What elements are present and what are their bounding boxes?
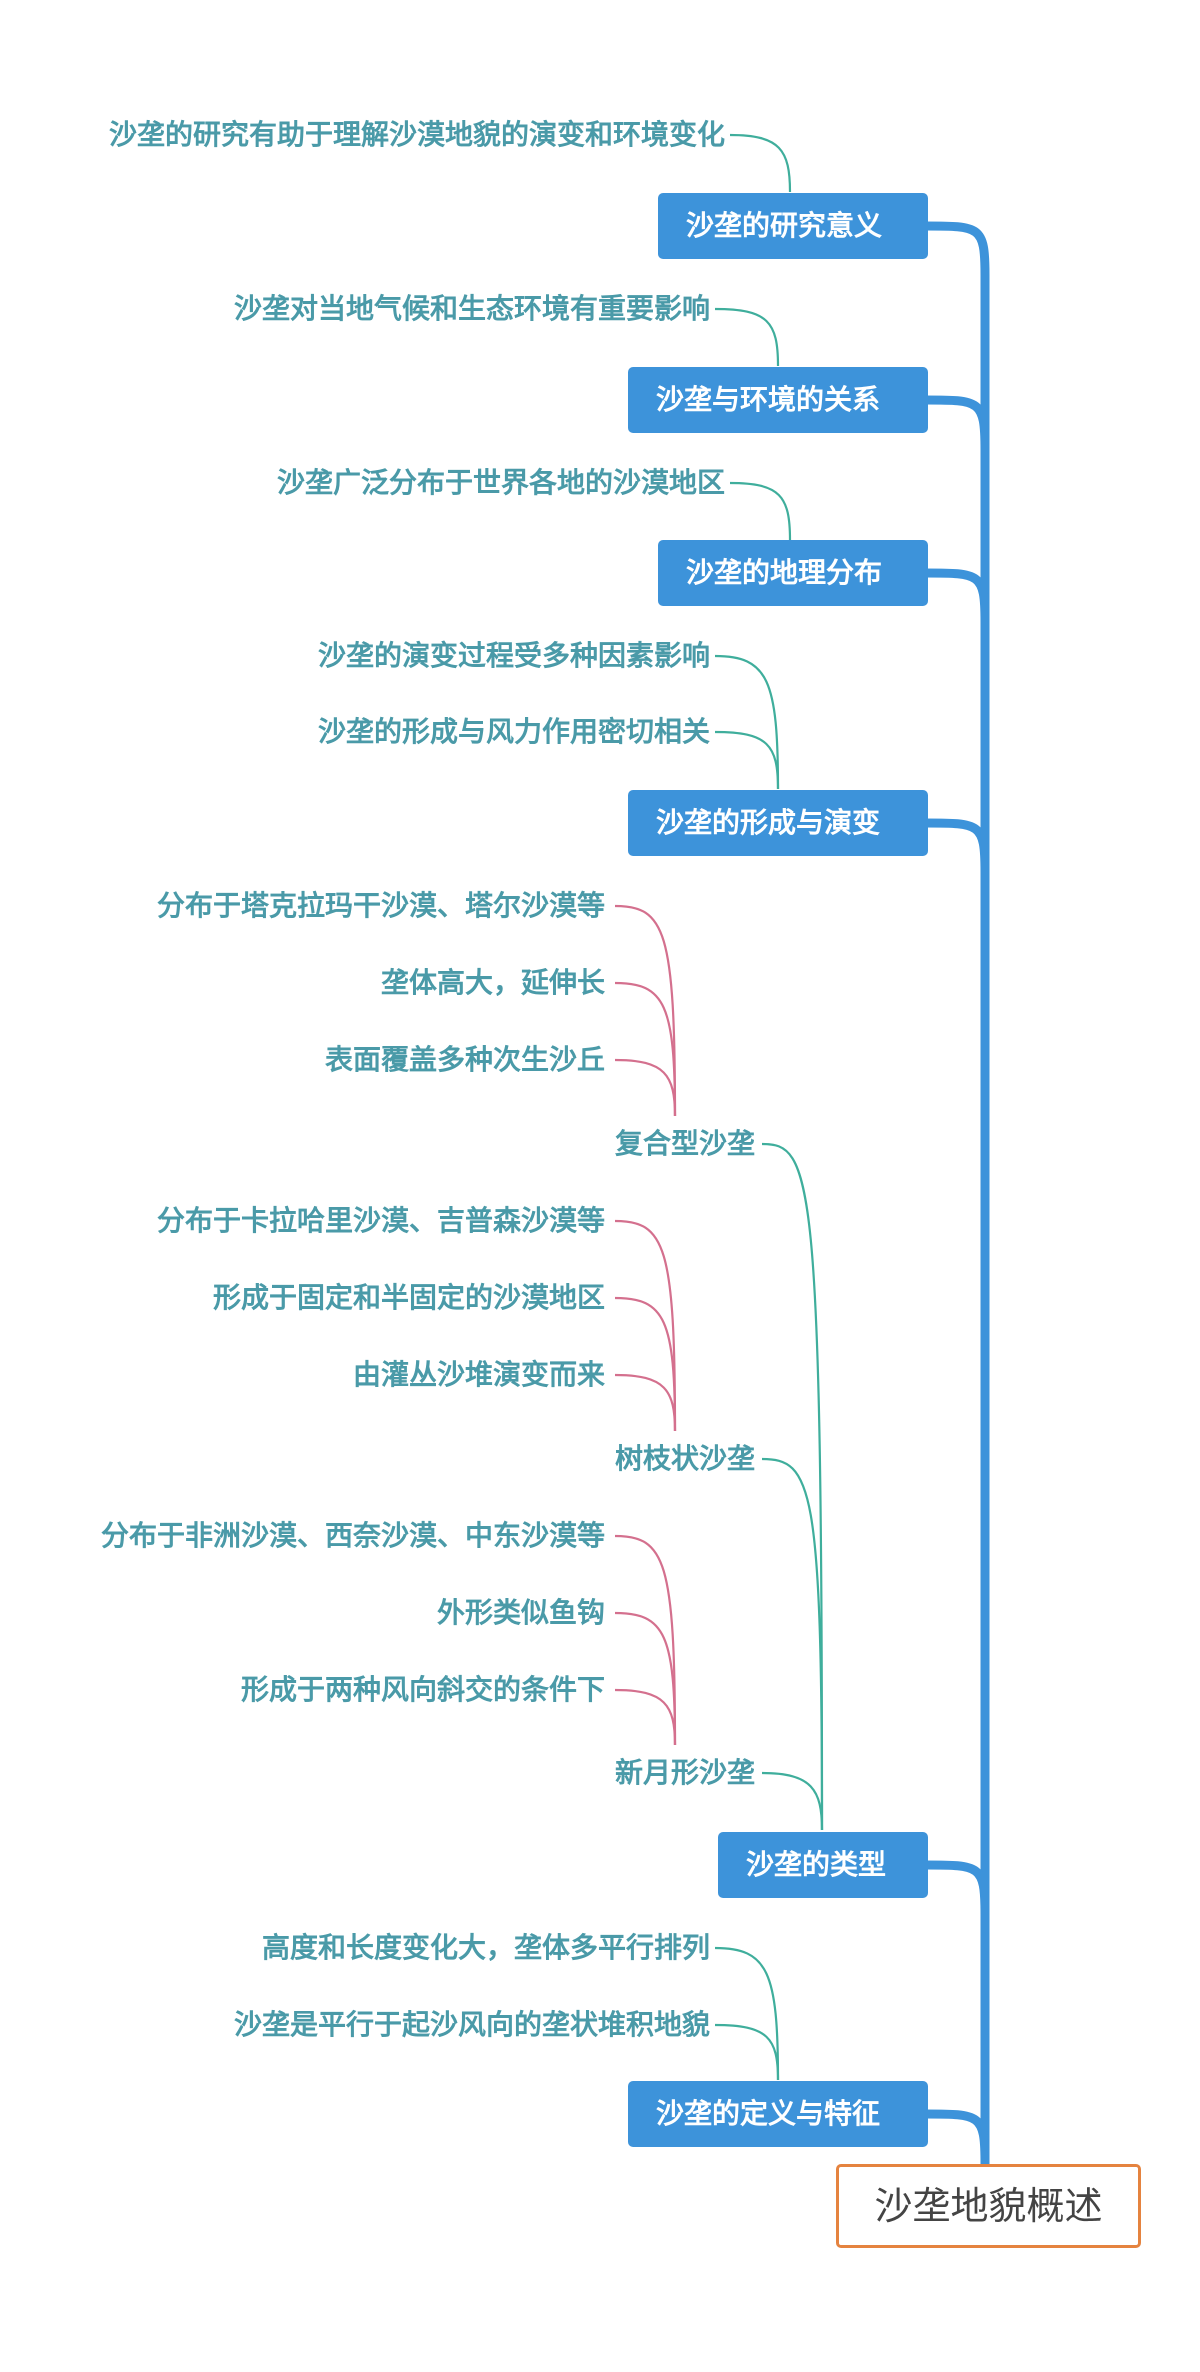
connector-trunk-1 — [924, 221, 990, 2170]
leaf-dendritic-3[interactable]: 由灌丛沙堆演变而来 — [352, 1358, 605, 1391]
leaf-compound-1[interactable]: 分布于塔克拉玛干沙漠、塔尔沙漠等 — [156, 889, 605, 922]
connector-sub2-leaf-2 — [614, 1296, 677, 1432]
connector-trunk-5 — [924, 1860, 990, 1915]
connector-sub2-leaf-1 — [614, 1219, 677, 1432]
leaf-dendritic-2[interactable]: 形成于固定和半固定的沙漠地区 — [212, 1281, 605, 1314]
leaf-definition-1[interactable]: 高度和长度变化大，垄体多平行排列 — [261, 1931, 710, 1964]
branch-environment-relation[interactable]: 沙垄与环境的关系 — [628, 367, 928, 433]
connector-trunk-2 — [924, 395, 990, 451]
connector-leaf-4-2 — [714, 730, 780, 790]
connector-leaf-6-1 — [714, 1946, 780, 2081]
leaf-research-significance[interactable]: 沙垄的研究有助于理解沙漠地貌的演变和环境变化 — [108, 118, 725, 151]
connector-sub1-leaf-3 — [614, 1058, 677, 1117]
subtype-compound[interactable]: 复合型沙垄 — [614, 1127, 755, 1160]
branch-geographic-distribution[interactable]: 沙垄的地理分布 — [658, 540, 928, 606]
connector-sub3-leaf-2 — [614, 1611, 677, 1746]
leaf-formation-evolution-1[interactable]: 沙垄的演变过程受多种因素影响 — [317, 639, 710, 672]
subtype-crescent[interactable]: 新月形沙垄 — [614, 1756, 755, 1789]
connector-leaf-1-1 — [729, 133, 792, 193]
connector-sub2-leaf-3 — [614, 1373, 677, 1432]
connector-trunk-6 — [924, 2109, 990, 2164]
connector-sub1-leaf-1 — [614, 904, 677, 1117]
connector-subtype-3 — [761, 1771, 824, 1831]
leaf-environment-relation[interactable]: 沙垄对当地气候和生态环境有重要影响 — [233, 292, 710, 325]
connector-leaf-2-1 — [714, 307, 780, 367]
root-topic[interactable]: 沙垄地貌概述 — [836, 2164, 1141, 2248]
connector-leaf-3-1 — [729, 481, 792, 541]
leaf-geographic-distribution[interactable]: 沙垄广泛分布于世界各地的沙漠地区 — [276, 466, 725, 499]
leaf-compound-2[interactable]: 垄体高大，延伸长 — [380, 966, 605, 999]
connector-sub3-leaf-3 — [614, 1688, 677, 1746]
leaf-formation-evolution-2[interactable]: 沙垄的形成与风力作用密切相关 — [317, 715, 710, 748]
connector-sub1-leaf-2 — [614, 981, 677, 1117]
connector-leaf-4-1 — [714, 654, 780, 790]
leaf-dendritic-1[interactable]: 分布于卡拉哈里沙漠、吉普森沙漠等 — [156, 1204, 605, 1237]
connector-subtype-1 — [761, 1142, 824, 1831]
branch-formation-evolution[interactable]: 沙垄的形成与演变 — [628, 790, 928, 856]
leaf-definition-2[interactable]: 沙垄是平行于起沙风向的垄状堆积地貌 — [233, 2008, 710, 2041]
leaf-crescent-3[interactable]: 形成于两种风向斜交的条件下 — [240, 1673, 605, 1706]
branch-types[interactable]: 沙垄的类型 — [718, 1832, 928, 1898]
leaf-crescent-2[interactable]: 外形类似鱼钩 — [436, 1596, 605, 1629]
connector-trunk-4 — [924, 818, 990, 873]
connector-subtype-2 — [761, 1457, 824, 1831]
connector-leaf-6-2 — [714, 2023, 780, 2081]
leaf-compound-3[interactable]: 表面覆盖多种次生沙丘 — [324, 1043, 605, 1076]
leaf-crescent-1[interactable]: 分布于非洲沙漠、西奈沙漠、中东沙漠等 — [100, 1519, 605, 1552]
connector-trunk-3 — [924, 568, 990, 623]
branch-research-significance[interactable]: 沙垄的研究意义 — [658, 193, 928, 259]
subtype-dendritic[interactable]: 树枝状沙垄 — [614, 1442, 755, 1475]
connector-sub3-leaf-1 — [614, 1534, 677, 1746]
branch-definition[interactable]: 沙垄的定义与特征 — [628, 2081, 928, 2147]
